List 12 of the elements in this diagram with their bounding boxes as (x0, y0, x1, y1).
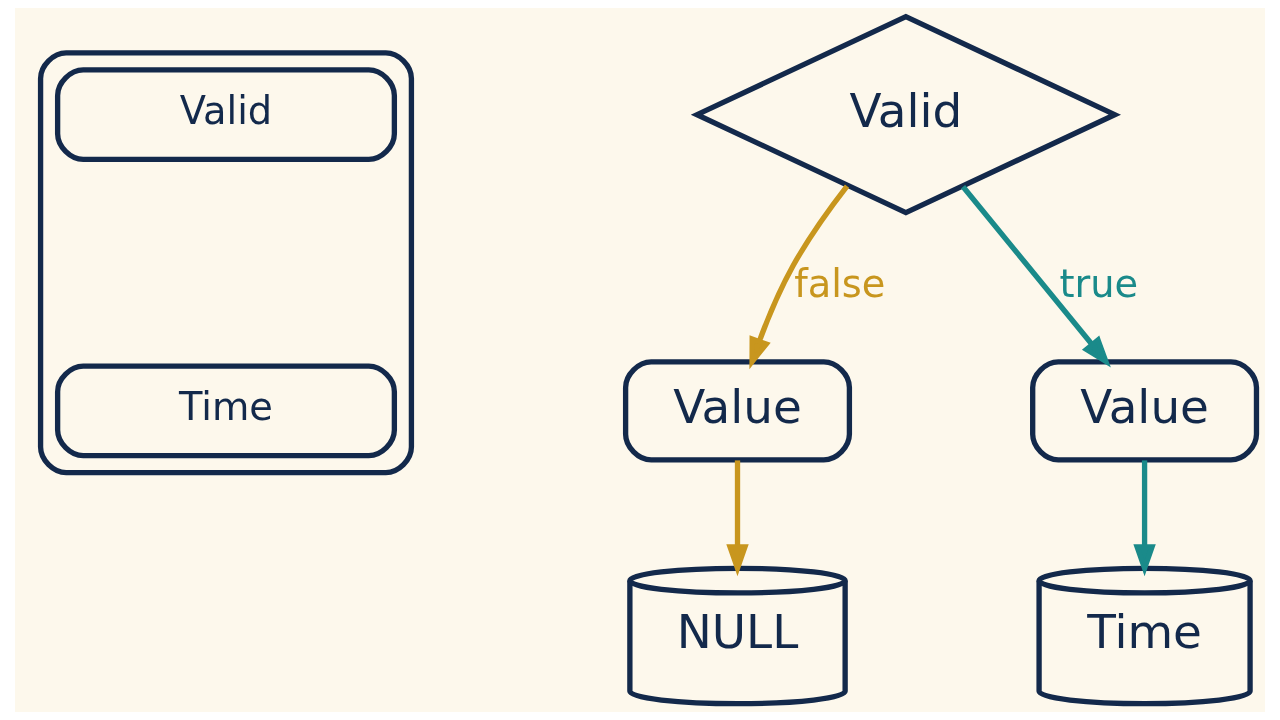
node-box: Value (622, 359, 853, 463)
arrow (726, 460, 749, 577)
node-diamond: Valid (690, 13, 1121, 216)
cluster (37, 50, 415, 476)
edge-label: false (794, 260, 886, 306)
node-box: Valid (54, 67, 398, 163)
node-box: Value (1030, 359, 1260, 463)
node-box: Time (54, 363, 398, 459)
arrow (1133, 460, 1156, 577)
edge-label: true (1059, 260, 1139, 306)
arrow (961, 185, 1111, 368)
arrow (749, 184, 850, 370)
